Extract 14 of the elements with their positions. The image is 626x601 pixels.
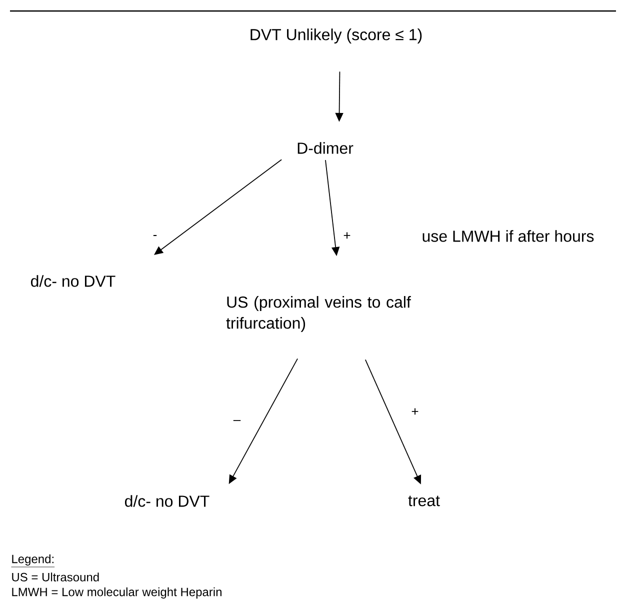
note: use LMWH if after hours: [422, 230, 594, 242]
node-text: DVT Unlikely (score ≤ 1): [250, 28, 422, 44]
node-text: d/c- no DVT: [31, 275, 116, 287]
legend-entry: LMWH = Low molecular weight Heparin: [12, 587, 222, 599]
edge-label: -: [152, 234, 158, 240]
legend-entry: US = Ultrasound: [12, 572, 99, 582]
node-text: d/c- no DVT: [125, 495, 210, 507]
node-text: D-dimer: [298, 142, 354, 154]
legend-heading: Legend:: [11, 554, 55, 568]
edge-label: +: [342, 231, 352, 241]
node-text: US (proximal veins to calf trifurcation): [226, 296, 411, 332]
edge-label: +: [410, 407, 420, 417]
edge-label: –: [232, 419, 242, 425]
node-text: treat: [408, 496, 440, 506]
